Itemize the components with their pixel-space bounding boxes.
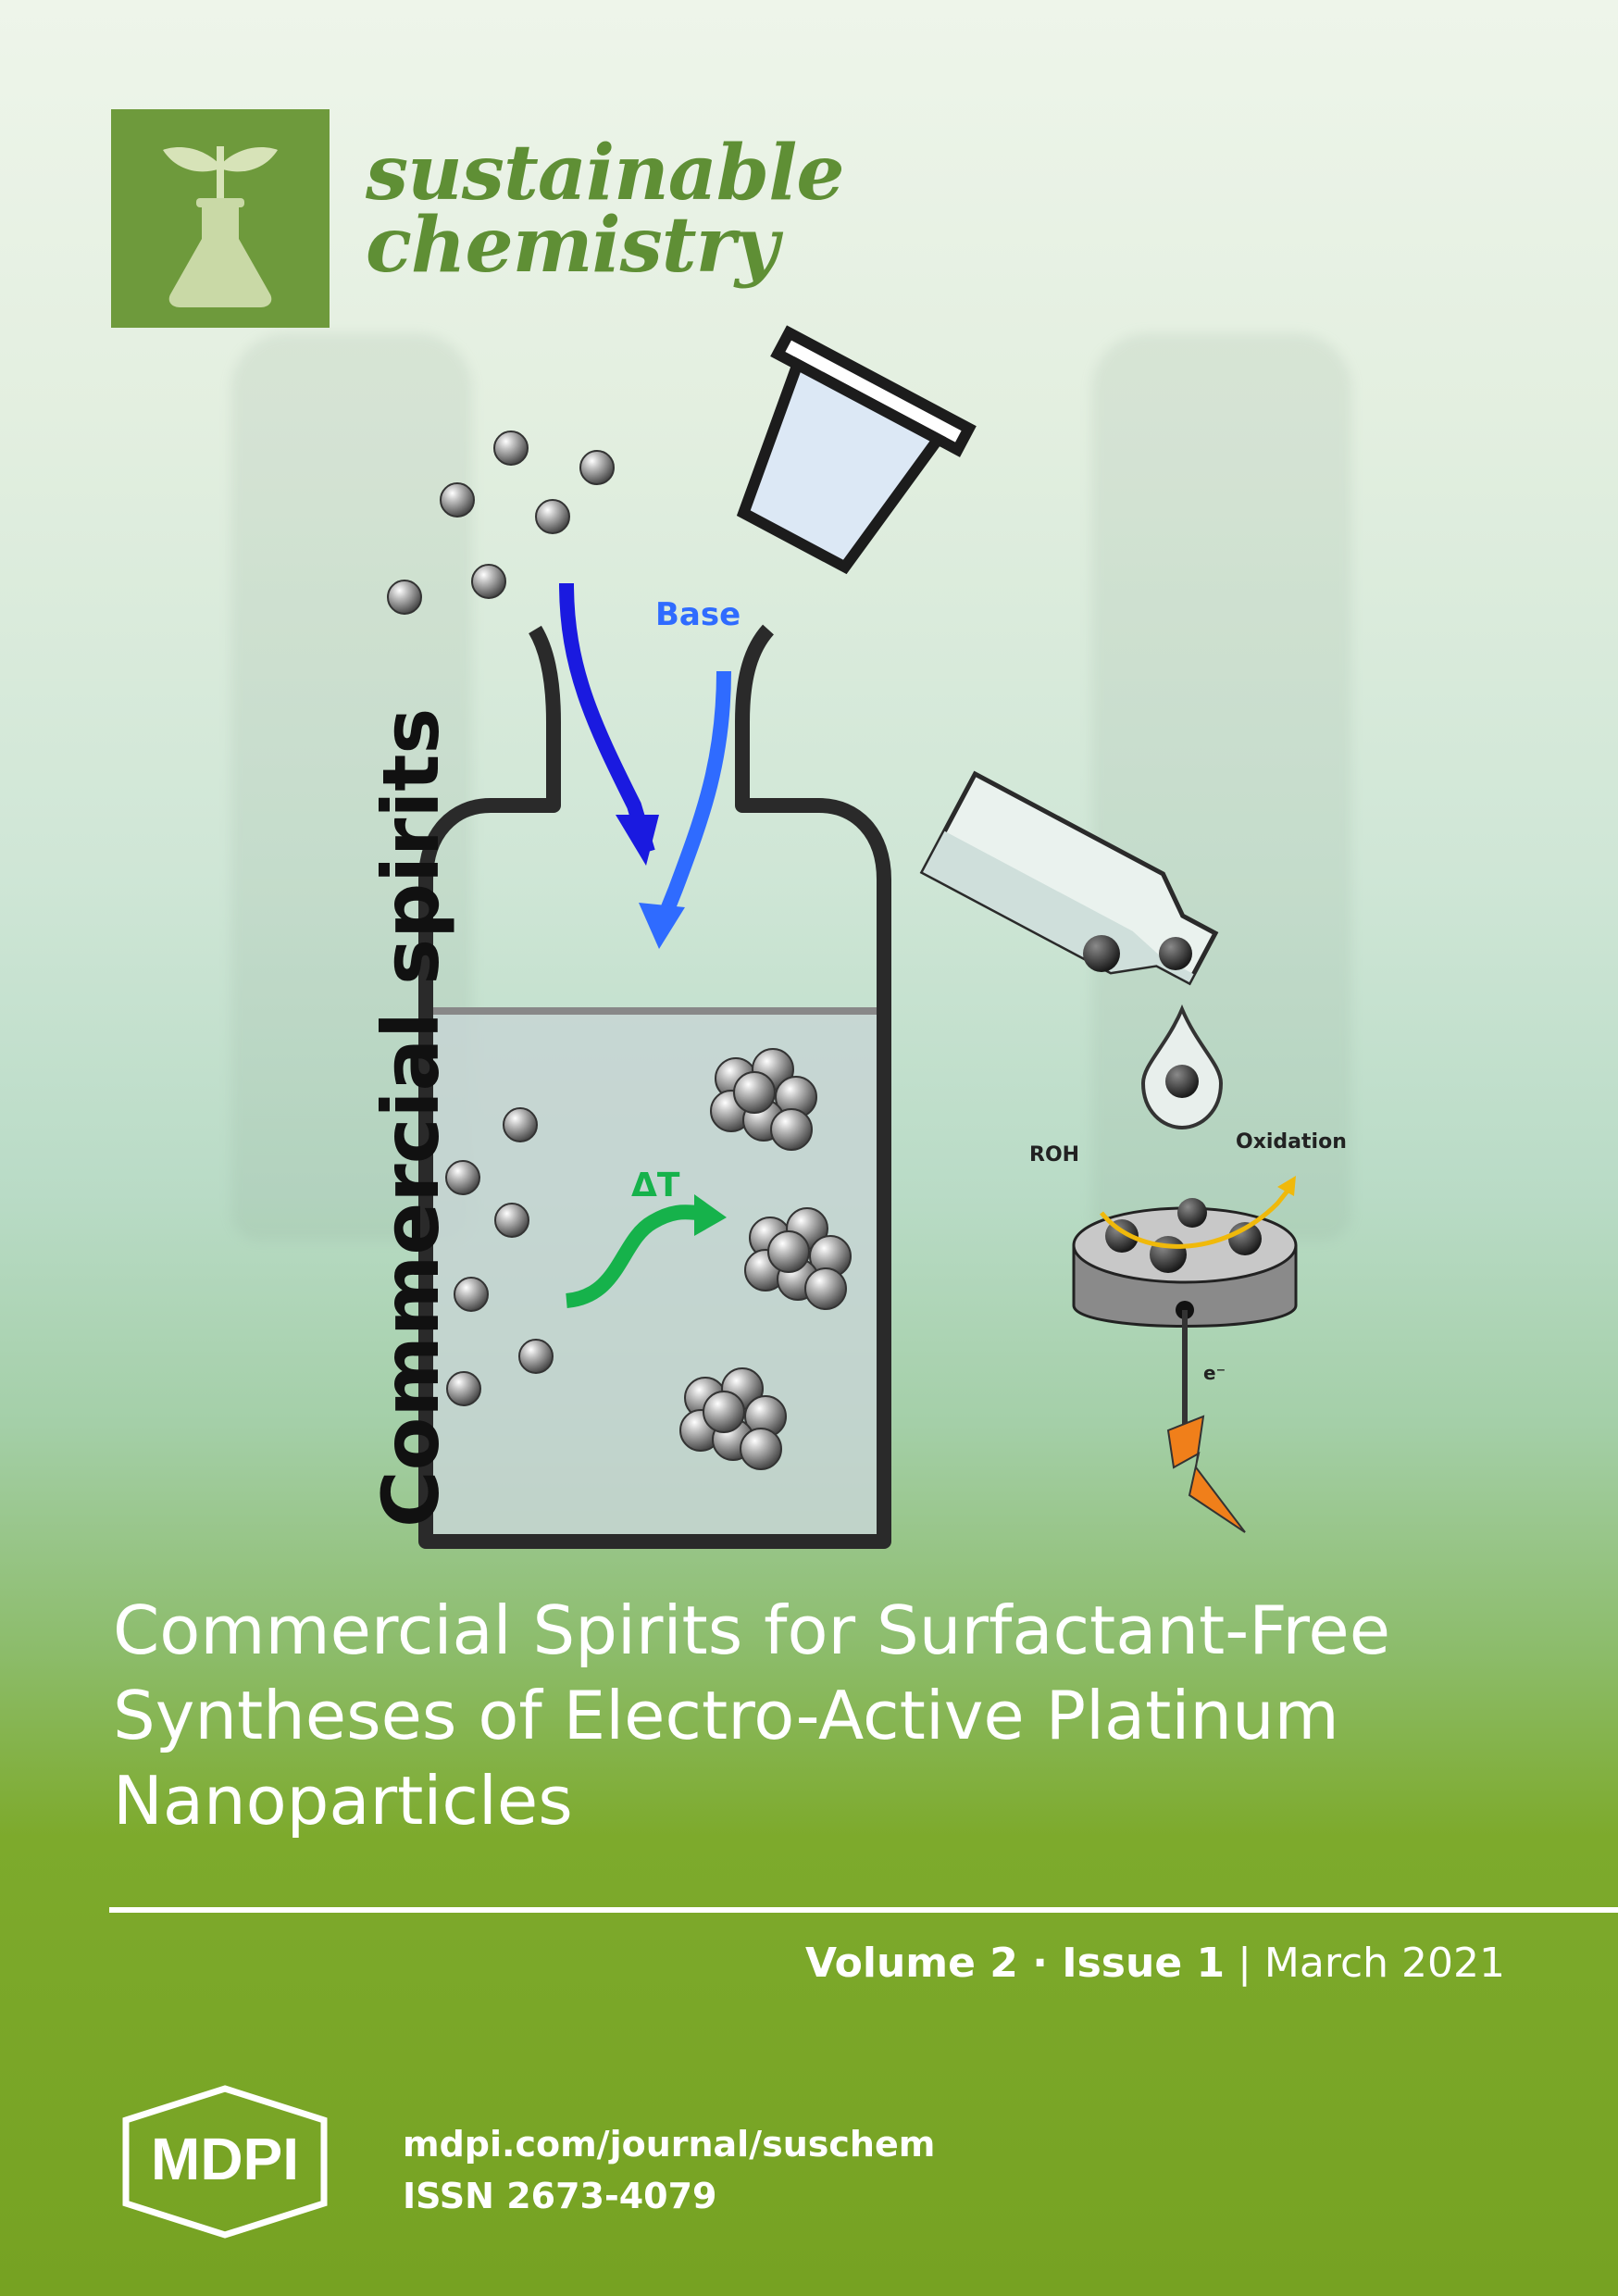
- divider-rule: [109, 1907, 1618, 1913]
- heating-arrow: [565, 1204, 700, 1308]
- journal-title: sustainable chemistry: [366, 129, 845, 290]
- delta-t-label: ΔT: [631, 1167, 680, 1204]
- issue-date: March 2021: [1263, 1940, 1505, 1987]
- pouring-vial: [919, 770, 1219, 986]
- mdpi-logo: MDPI: [109, 2083, 341, 2240]
- issue-number: Issue 1: [1062, 1940, 1226, 1987]
- base-label: Base: [655, 596, 741, 633]
- journal-url[interactable]: mdpi.com/journal/suschem: [403, 2124, 936, 2165]
- vial-particle: [1083, 935, 1120, 972]
- issue-divider: |: [1225, 1940, 1264, 1987]
- publisher-info: mdpi.com/journal/suschem ISSN 2673-4079: [403, 2118, 935, 2222]
- nanoparticle-cluster: [679, 1048, 852, 1470]
- journal-title-line1: sustainable: [366, 129, 845, 218]
- roh-label: ROH: [1029, 1143, 1079, 1167]
- tipping-beaker: [736, 325, 977, 575]
- article-title: Commercial Spirits for Surfactant-Free S…: [113, 1591, 1391, 1840]
- bottle-atoms: [445, 1107, 554, 1406]
- issue-info: Volume 2 · Issue 1 | March 2021: [805, 1940, 1505, 1987]
- heating-arrowhead: [694, 1194, 727, 1236]
- journal-title-line2: chemistry: [366, 201, 779, 290]
- svg-text:MDPI: MDPI: [151, 2126, 299, 2192]
- mdpi-hexagon-icon: MDPI: [122, 2085, 328, 2239]
- light-blue-arrowhead: [639, 903, 685, 949]
- cover-illustration: Base: [387, 325, 1347, 1549]
- flask-sprout-icon: [163, 146, 278, 307]
- electrode: [1072, 1176, 1298, 1533]
- side-label: Commercial spirits: [366, 707, 456, 1528]
- falling-atoms: [387, 430, 615, 615]
- journal-logo: [111, 109, 330, 328]
- issue-separator: ·: [1017, 1940, 1063, 1987]
- oxidation-label: Oxidation: [1236, 1130, 1347, 1154]
- light-blue-arrow: [657, 670, 731, 919]
- spirits-bottle: [418, 624, 891, 1549]
- electron-label: e⁻: [1203, 1362, 1226, 1384]
- volume-text: Volume 2: [804, 1940, 1018, 1987]
- issn-text: ISSN 2673-4079: [403, 2176, 717, 2216]
- dark-blue-arrow: [559, 582, 655, 855]
- vial-particle: [1159, 937, 1192, 970]
- dark-blue-arrowhead: [616, 815, 659, 866]
- droplet-particle: [1165, 1065, 1199, 1098]
- lightning-icon: [1166, 1415, 1246, 1533]
